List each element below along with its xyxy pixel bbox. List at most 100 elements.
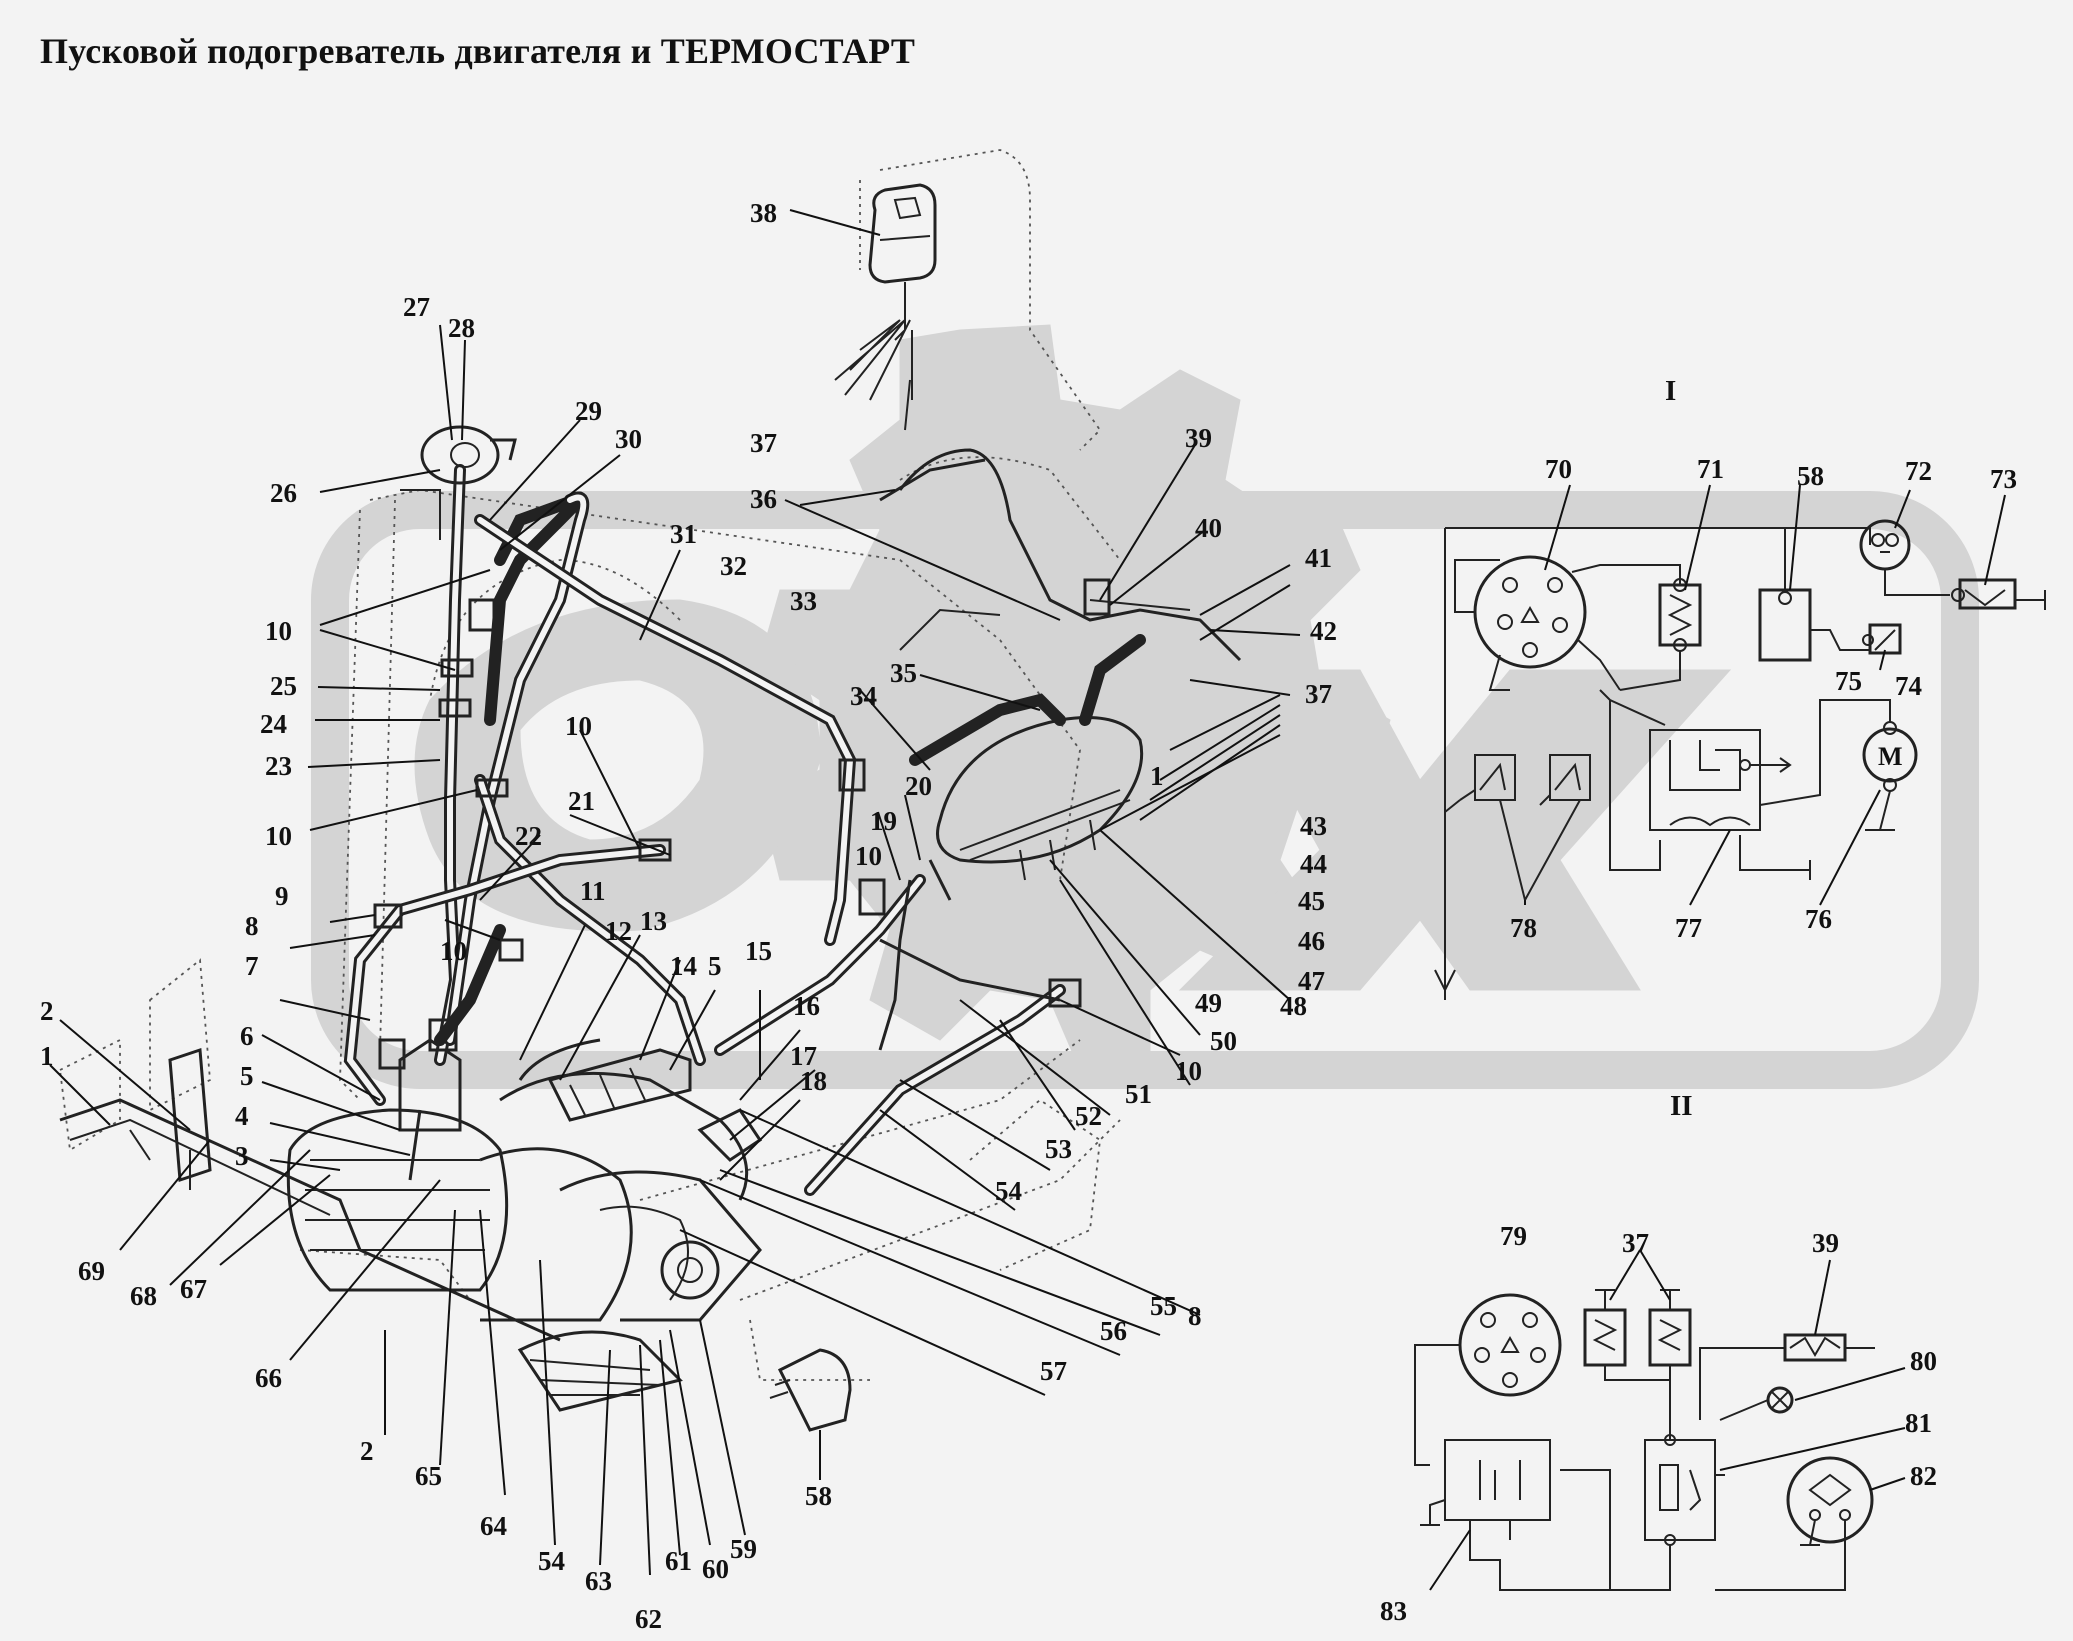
callout-label-10: 10 [265, 616, 292, 646]
callout-label-36: 36 [750, 484, 777, 514]
callout-label-29: 29 [575, 396, 602, 426]
callout-label-59: 59 [730, 1534, 757, 1564]
callout-label-77: 77 [1675, 913, 1702, 943]
callout-label-82: 82 [1910, 1461, 1937, 1491]
callout-label-8-2: 8 [1188, 1301, 1202, 1331]
callout-label-21: 21 [568, 786, 595, 816]
callout-label-26: 26 [270, 478, 297, 508]
callout-label-57: 57 [1040, 1356, 1067, 1386]
callout-label-38: 38 [750, 198, 777, 228]
callout-label-12: 12 [605, 916, 632, 946]
callout-label-41: 41 [1305, 543, 1332, 573]
callout-label-54-2: 54 [538, 1546, 565, 1576]
section-label-ii: II [1670, 1090, 1693, 1122]
callout-label-30: 30 [615, 424, 642, 454]
callout-label-24: 24 [260, 709, 287, 739]
callout-label-68: 68 [130, 1281, 157, 1311]
pipes [343, 448, 1242, 1196]
callout-label-28: 28 [448, 313, 475, 343]
callout-label-8: 8 [245, 911, 259, 941]
callout-label-79: 79 [1500, 1221, 1527, 1251]
callout-label-5-2: 5 [708, 951, 722, 981]
watermark-logo [311, 324, 1979, 1089]
callout-label-39: 39 [1185, 423, 1212, 453]
page-title: Пусковой подогреватель двигателя и ТЕРМО… [40, 31, 916, 71]
callout-label-35: 35 [890, 658, 917, 688]
callout-label-19: 19 [870, 806, 897, 836]
callout-label-64: 64 [480, 1511, 507, 1541]
callout-label-10-3: 10 [565, 711, 592, 741]
callout-label-71: 71 [1697, 454, 1724, 484]
callout-label-16: 16 [793, 991, 820, 1021]
callout-label-83: 83 [1380, 1596, 1407, 1626]
callout-label-27: 27 [403, 292, 430, 322]
callout-label-69: 69 [78, 1256, 105, 1286]
callout-label-37-3: 37 [1622, 1228, 1649, 1258]
callout-label-6: 6 [240, 1021, 254, 1051]
callout-label-18: 18 [800, 1066, 827, 1096]
motor-symbol: M [1878, 742, 1903, 771]
callout-label-62: 62 [635, 1604, 662, 1634]
callout-label-48: 48 [1280, 991, 1307, 1021]
callout-label-37-2: 37 [1305, 679, 1332, 709]
callout-label-33: 33 [790, 586, 817, 616]
callout-label-32: 32 [720, 551, 747, 581]
clamps [373, 425, 1111, 1070]
callout-label-17: 17 [790, 1041, 817, 1071]
callout-label-37: 37 [750, 428, 777, 458]
callout-label-46: 46 [1298, 926, 1325, 956]
callout-label-75: 75 [1835, 666, 1862, 696]
callout-label-47: 47 [1298, 966, 1325, 996]
callout-label-52: 52 [1075, 1101, 1102, 1131]
callout-label-70: 70 [1545, 454, 1572, 484]
callout-label-51: 51 [1125, 1079, 1152, 1109]
callout-label-14: 14 [670, 951, 697, 981]
heater-assembly [59, 183, 1144, 1432]
callout-label-20: 20 [905, 771, 932, 801]
callout-label-63: 63 [585, 1566, 612, 1596]
callout-label-60: 60 [702, 1554, 729, 1584]
callout-label-10-5: 10 [855, 841, 882, 871]
callout-label-76: 76 [1805, 904, 1832, 934]
callout-label-22: 22 [515, 821, 542, 851]
schematic-ii [1414, 1289, 1875, 1591]
callout-label-39-2: 39 [1812, 1228, 1839, 1258]
callout-label-31: 31 [670, 519, 697, 549]
callout-label-50: 50 [1210, 1026, 1237, 1056]
callout-label-72: 72 [1905, 456, 1932, 486]
callout-label-11: 11 [580, 876, 606, 906]
callout-label-4: 4 [235, 1101, 249, 1131]
callout-label-10-6: 10 [1175, 1056, 1202, 1086]
callout-label-44: 44 [1300, 849, 1327, 879]
callout-label-56: 56 [1100, 1316, 1127, 1346]
callout-label-2: 2 [40, 996, 54, 1026]
callout-label-58-2: 58 [1797, 461, 1824, 491]
callout-label-54: 54 [995, 1176, 1022, 1206]
callout-label-25: 25 [270, 671, 297, 701]
callout-label-73: 73 [1990, 464, 2017, 494]
callout-label-7: 7 [245, 951, 259, 981]
callout-label-78: 78 [1510, 913, 1537, 943]
callout-label-40: 40 [1195, 513, 1222, 543]
callout-label-10-4: 10 [440, 936, 467, 966]
callout-label-81: 81 [1905, 1408, 1932, 1438]
callout-label-66: 66 [255, 1363, 282, 1393]
section-label-i: I [1665, 375, 1676, 407]
callout-label-9: 9 [275, 881, 289, 911]
schematic-i: M [1434, 519, 2046, 1000]
callout-label-65: 65 [415, 1461, 442, 1491]
callout-label-1-2: 1 [1150, 761, 1164, 791]
callout-label-13: 13 [640, 906, 667, 936]
callout-label-3: 3 [235, 1141, 249, 1171]
callout-label-34: 34 [850, 681, 877, 711]
callout-label-74: 74 [1895, 671, 1922, 701]
callout-label-5: 5 [240, 1061, 254, 1091]
callout-label-15: 15 [745, 936, 772, 966]
callout-label-55: 55 [1150, 1291, 1177, 1321]
leader-lines [49, 209, 2006, 1591]
callout-label-43: 43 [1300, 811, 1327, 841]
callout-label-49: 49 [1195, 988, 1222, 1018]
callout-label-2-2: 2 [360, 1436, 374, 1466]
